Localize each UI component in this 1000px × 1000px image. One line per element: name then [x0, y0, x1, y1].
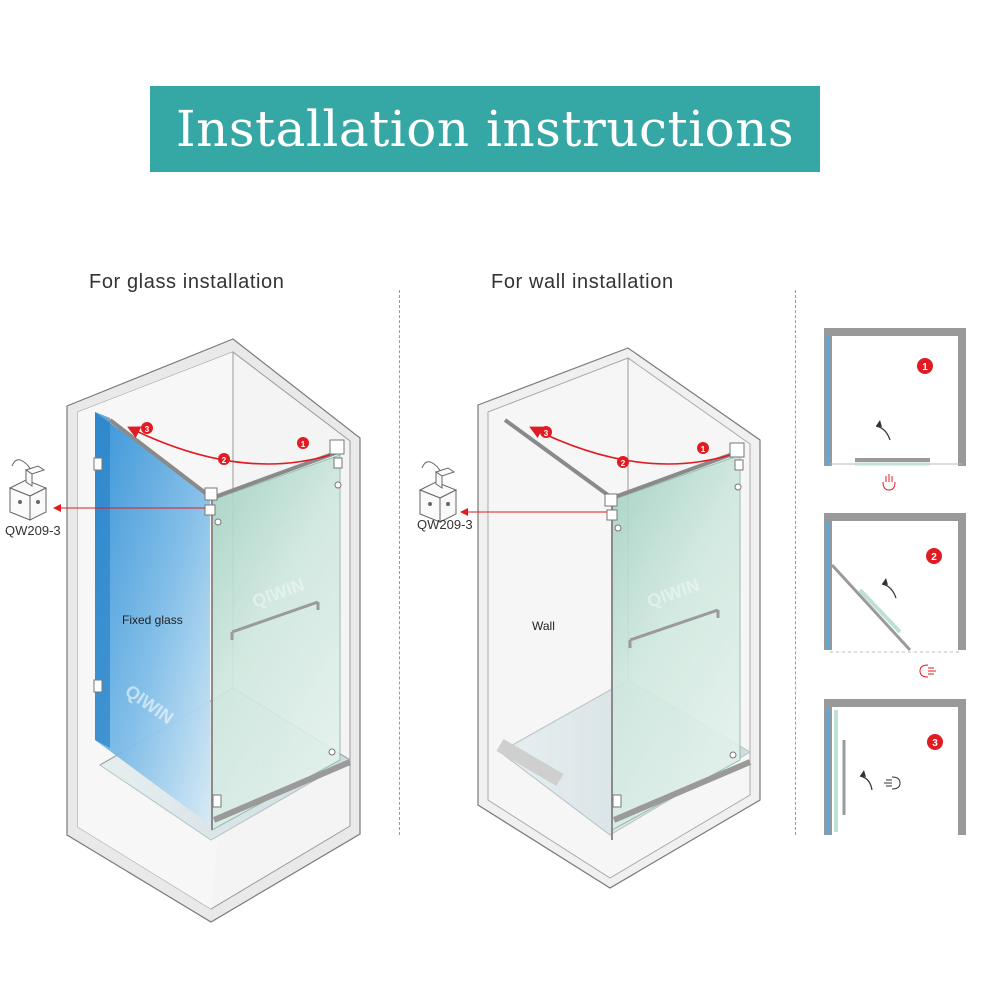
step-panel-3: 3 — [824, 699, 966, 835]
step-2-number: 2 — [222, 456, 227, 465]
wall-installation-title: For wall installation — [491, 271, 674, 293]
panel-step-2-marker — [926, 548, 942, 564]
glass-installation-diagram: 1 2 3 QW209-3 Fixed glass QIWIN QIWIN — [5, 338, 361, 923]
wall-step-2-marker — [617, 456, 629, 468]
wall-installation-diagram: 1 2 3 QW209-3 Wall QIWIN — [417, 347, 761, 889]
panel-step-1-number: 1 — [922, 362, 928, 373]
rotate-arrow-icon — [875, 425, 891, 441]
wall-clamp-part-icon — [418, 461, 458, 523]
wall-label: Wall — [532, 619, 555, 633]
wall-step-1-marker — [697, 442, 709, 454]
wall-step-3-marker — [540, 426, 552, 438]
glass-installation-title: For glass installation — [89, 271, 285, 293]
title-banner: Installation instructions — [150, 86, 820, 172]
pull-hand-icon — [919, 664, 936, 678]
step-2-marker — [218, 453, 230, 465]
step-panel-2: 2 — [824, 513, 966, 678]
fixed-glass-label: Fixed glass — [122, 613, 183, 627]
wall-step-3-number: 3 — [544, 429, 549, 438]
panel-step-3-marker — [927, 734, 943, 750]
wall-part-label: QW209-3 — [417, 517, 473, 532]
divider-left — [399, 290, 400, 835]
panel-step-3-number: 3 — [932, 738, 938, 749]
wall-step-1-number: 1 — [701, 445, 706, 454]
divider-right — [795, 290, 796, 835]
rotate-arrow-icon-2 — [881, 583, 897, 599]
step-3-marker — [141, 422, 153, 434]
clamp-part-icon — [8, 459, 48, 521]
step-panel-1: 1 — [824, 328, 966, 491]
slide-hand-icon — [884, 776, 901, 790]
wall-step-2-number: 2 — [621, 459, 626, 468]
page-title: Installation instructions — [175, 100, 795, 158]
glass-part-label: QW209-3 — [5, 523, 61, 538]
rotate-arrow-icon-3 — [859, 775, 873, 791]
panel-step-2-number: 2 — [931, 552, 937, 563]
push-hand-icon — [882, 474, 896, 491]
step-1-number: 1 — [301, 440, 306, 449]
step-3-number: 3 — [145, 425, 150, 434]
panel-step-1-marker — [917, 358, 933, 374]
step-1-marker — [297, 437, 309, 449]
